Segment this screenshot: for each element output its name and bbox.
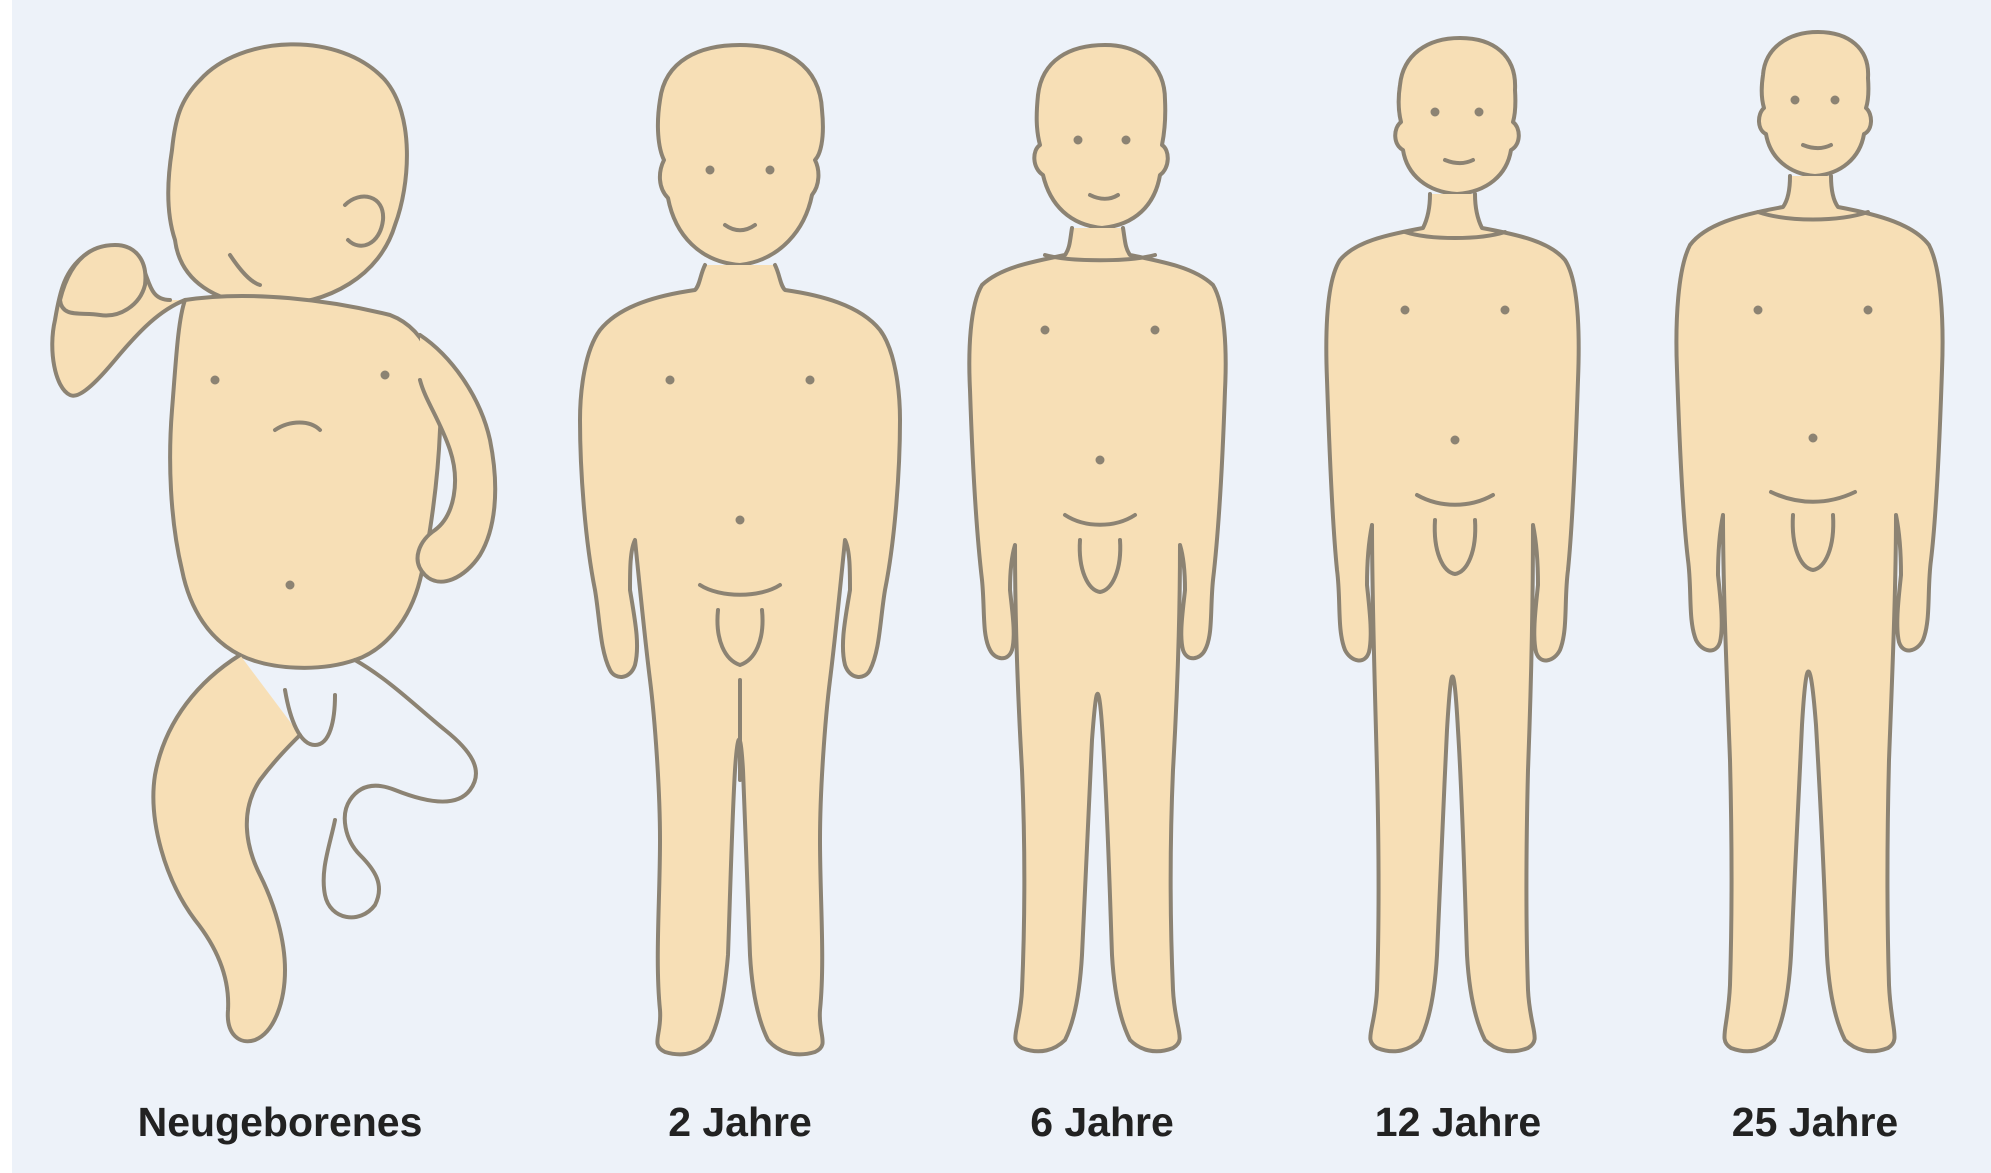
adult-figure-icon: [1676, 32, 1942, 1051]
figure-label-25-years: 25 Jahre: [1650, 1092, 1980, 1152]
child-figure-icon: [969, 45, 1225, 1051]
figure-label-newborn: Neugeborenes: [90, 1092, 470, 1152]
figure-label-2-years: 2 Jahre: [575, 1092, 905, 1152]
figure-label-6-years: 6 Jahre: [937, 1092, 1267, 1152]
adolescent-figure-icon: [1326, 38, 1578, 1051]
newborn-figure-icon: [52, 44, 495, 1041]
toddler-figure-icon: [580, 45, 900, 1054]
figure-label-12-years: 12 Jahre: [1293, 1092, 1623, 1152]
